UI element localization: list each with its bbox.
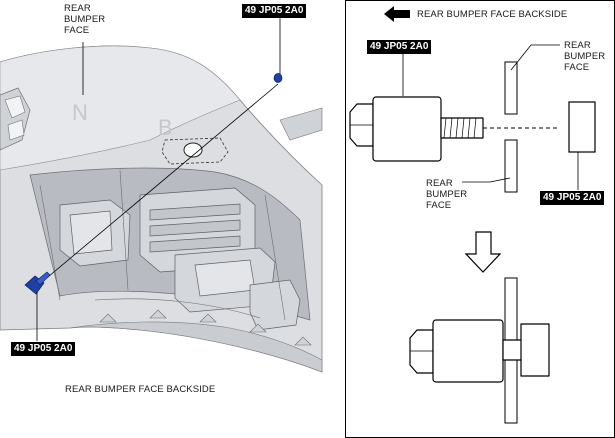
- face-lower-leader: [462, 177, 511, 183]
- face-label-line: REAR: [564, 40, 591, 51]
- face-label-line: BUMPER: [426, 189, 468, 200]
- tool-assembly-top: [349, 96, 484, 162]
- bumper-face-lower-section: [504, 139, 518, 193]
- face-label-lower: REAR BUMPER FACE: [426, 178, 467, 211]
- face-label-line: REAR: [426, 178, 453, 189]
- bumper-face-drawing: [0, 45, 323, 373]
- step-down-arrow-icon: [464, 231, 502, 273]
- face-label-line: FACE: [64, 25, 90, 36]
- header-arrow-text: REAR BUMPER FACE BACKSIDE: [417, 9, 568, 20]
- tool-tag-right: 49 JP05 2A0: [540, 191, 605, 205]
- face-label-line: FACE: [426, 200, 452, 211]
- bumper-face-upper-section: [504, 61, 518, 115]
- tool-insertion-line: [41, 83, 279, 283]
- rear-bumper-face-label: REAR BUMPER FACE: [64, 3, 105, 36]
- face-label-line: FACE: [564, 62, 590, 73]
- face-upper-leader: [510, 44, 560, 71]
- direction-arrow-icon: [384, 6, 410, 22]
- tool-bolt-bottom: [24, 271, 51, 295]
- nut-block-top: [568, 101, 596, 153]
- embossed-mark-n: N: [72, 100, 88, 125]
- tool-tag-top: 49 JP05 2A0: [242, 4, 307, 18]
- face-label-upper: REAR BUMPER FACE: [564, 40, 605, 73]
- tool-tag-bottom: 49 JP05 2A0: [11, 342, 76, 356]
- face-label-line: BUMPER: [64, 14, 106, 25]
- embossed-mark-b: B: [158, 115, 173, 140]
- face-label-line: BUMPER: [564, 51, 606, 62]
- face-label-line: REAR: [64, 3, 91, 14]
- tool-assembly-installed: [409, 319, 550, 383]
- tool-nut-top: [273, 73, 283, 83]
- left-panel-caption: REAR BUMPER FACE BACKSIDE: [65, 384, 216, 395]
- tool-tag-left: 49 JP05 2A0: [367, 40, 432, 54]
